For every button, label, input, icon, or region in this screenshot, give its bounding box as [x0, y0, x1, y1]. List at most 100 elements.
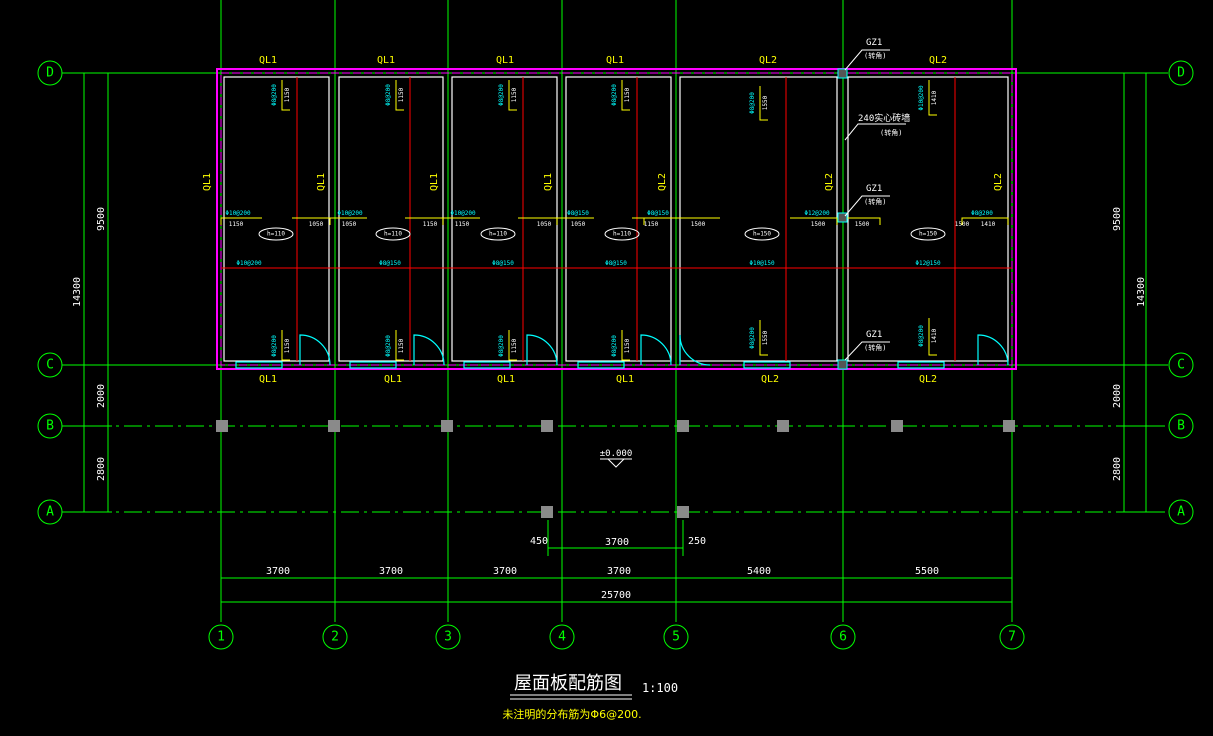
dim-right-9500: 9500	[1112, 207, 1123, 231]
rebar-bot-len-5: 1550	[762, 330, 769, 345]
door-1	[299, 334, 331, 366]
slab-h-6: h=150	[919, 231, 937, 238]
column-blocks	[216, 420, 1015, 518]
rebar-right-len-1: 1050	[309, 221, 324, 228]
dim-left-total: 14300	[72, 277, 83, 307]
door-3	[526, 334, 558, 366]
rebar-top-2: Φ8@200	[385, 84, 392, 106]
axis-label-2: 2	[331, 630, 339, 645]
dim-left-2000: 2000	[96, 384, 107, 408]
axis-label-C-left: C	[46, 358, 54, 373]
rebar-bot-len-6: 1410	[931, 328, 938, 343]
axis-bubbles	[37, 60, 1194, 650]
gz1-label-bottom: GZ1	[866, 330, 882, 340]
openings	[235, 334, 1009, 369]
beam-bottom-5: QL2	[761, 374, 779, 385]
beam-bottom-2: QL1	[384, 374, 402, 385]
drawing-note: 未注明的分布筋为Φ6@200.	[502, 707, 641, 721]
dim-span-6: 5500	[915, 566, 939, 577]
axis-label-4: 4	[558, 630, 566, 645]
axis-bubble-6	[830, 624, 856, 650]
beam-bottom-3: QL1	[497, 374, 515, 385]
rebar-right-len-3: 1050	[537, 221, 552, 228]
walls	[216, 68, 1017, 370]
axis-label-A-right: A	[1177, 505, 1185, 520]
rebar-top-6: Φ10@200	[918, 85, 925, 111]
axis-bubble-7	[999, 624, 1025, 650]
axis-bubble-3	[435, 624, 461, 650]
dim-mid-left: 450	[530, 536, 548, 547]
slab-h-1: h=110	[267, 231, 285, 238]
bottom-dimension-lines	[221, 520, 1012, 603]
rebar-top-len-2: 1150	[398, 87, 405, 102]
slab-h-3: h=110	[489, 231, 507, 238]
rebar-mid-6: Φ12@150	[915, 260, 941, 267]
slab-thickness-ellipses	[258, 227, 946, 241]
gz1-column-top	[837, 68, 848, 79]
axis-bubble-C-right	[1168, 352, 1194, 378]
window-3	[463, 361, 511, 369]
axis-bubble-1	[208, 624, 234, 650]
gz1-note-bottom: (转角)	[864, 343, 886, 352]
title-underline	[510, 694, 632, 700]
rebar-hook-7: Φ8@200	[971, 210, 993, 217]
axis-label-B-right: B	[1177, 419, 1185, 434]
rebar-top-len-4: 1150	[624, 87, 631, 102]
slab-h-2: h=110	[384, 231, 402, 238]
axis-label-C-right: C	[1177, 358, 1185, 373]
door-2	[413, 334, 445, 366]
window-5	[743, 361, 791, 369]
rebar-hook-length: 1150 1050 1150 1050 1500 1500 1410 1050 …	[229, 221, 996, 228]
axis-bubble-B-left	[37, 413, 63, 439]
slab-h-4: h=110	[613, 231, 631, 238]
rebar-mid-4: Φ8@150	[605, 260, 627, 267]
rebar-top-spec: Φ8@200 Φ8@200 Φ8@200 Φ8@200 Φ8@200 Φ10@2…	[271, 84, 925, 114]
rebar-lines	[221, 77, 1012, 361]
beam-vert-2: QL1	[316, 173, 327, 191]
dim-span-1: 3700	[266, 566, 290, 577]
beam-vert-1: QL1	[202, 173, 213, 191]
rebar-bot-len-2: 1150	[398, 338, 405, 353]
axis-grid-horizontal	[62, 72, 1168, 513]
axis-bubble-4	[549, 624, 575, 650]
dim-span-3: 3700	[493, 566, 517, 577]
rebar-bottom-length: 1150 1150 1150 1150 1550 1410	[284, 328, 938, 353]
rebar-mid-2: Φ8@150	[379, 260, 401, 267]
rebar-hook-len-2: 1050	[342, 221, 357, 228]
gz1-label-top: GZ1	[866, 38, 882, 48]
rebar-top-1: Φ8@200	[271, 84, 278, 106]
rebar-bot-4: Φ8@200	[611, 335, 618, 357]
gz1-note-mid: (转角)	[864, 197, 886, 206]
axis-bubble-A-left	[37, 499, 63, 525]
bottom-dimension-text: 3700 3700 3700 3700 5400 5500 25700 3700…	[266, 449, 939, 601]
axis-bubble-A-right	[1168, 499, 1194, 525]
beam-top-6: QL2	[929, 55, 947, 66]
beam-top-1: QL1	[259, 55, 277, 66]
dim-right-total: 14300	[1136, 277, 1147, 307]
rebar-hook-len-6: 1500	[855, 221, 870, 228]
beam-vert-4: QL1	[543, 173, 554, 191]
rebar-top-5: Φ8@200	[749, 92, 756, 114]
rebar-bottom-spec: Φ8@200 Φ8@200 Φ8@200 Φ8@200 Φ8@200 Φ8@20…	[271, 325, 925, 357]
rebar-bot-len-4: 1150	[624, 338, 631, 353]
beam-top-4: QL1	[606, 55, 624, 66]
dim-span-4: 3700	[607, 566, 631, 577]
beam-vert-5: QL2	[657, 173, 668, 191]
axis-label-D-right: D	[1177, 66, 1185, 81]
door-5	[679, 334, 711, 366]
side-dimension-lines	[80, 72, 1150, 513]
axis-bubble-2	[322, 624, 348, 650]
gz1-labels: GZ1 (转角) 240实心砖墙 (转角) GZ1 (转角) GZ1 (转角)	[858, 38, 910, 352]
beam-vert-7: QL2	[993, 173, 1004, 191]
rebar-bot-2: Φ8@200	[385, 335, 392, 357]
door-6	[977, 334, 1009, 366]
axis-bubble-B-right	[1168, 413, 1194, 439]
rebar-hook-5: Φ8@150	[647, 210, 669, 217]
rebar-top-len-1: 1150	[284, 87, 291, 102]
axis-bubble-5	[663, 624, 689, 650]
axis-label-B-left: B	[46, 419, 54, 434]
axis-label-5: 5	[672, 630, 680, 645]
rebar-hook-3: Φ10@200	[450, 210, 476, 217]
gz1-leaders	[844, 49, 906, 361]
